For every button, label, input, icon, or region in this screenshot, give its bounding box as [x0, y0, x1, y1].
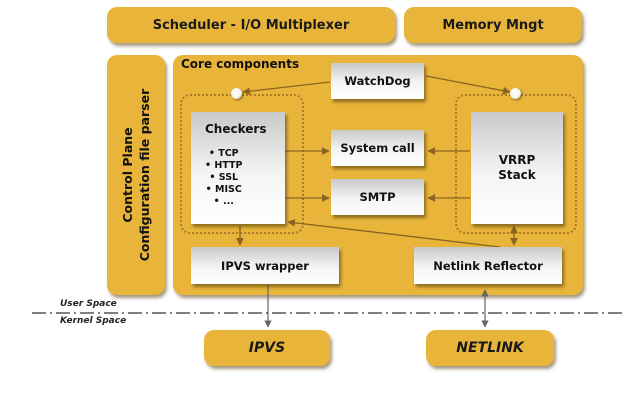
- user-space-label: User Space: [60, 299, 117, 309]
- core-components-title: Core components: [181, 57, 300, 71]
- netlink-reflector-to-checkers-connector: [287, 218, 501, 248]
- scheduler-label: Scheduler - I/O Multiplexer: [152, 17, 350, 33]
- memory-label: Memory Mngt: [442, 17, 544, 33]
- ipvs-label: IPVS: [248, 340, 286, 356]
- watchdog-to-vrrp-connector: [425, 75, 511, 95]
- checkers-group: [180, 94, 304, 234]
- checker-item-tcp: TCP: [205, 148, 242, 160]
- checker-item-misc: MISC: [205, 184, 242, 196]
- scheduler-io-multiplexer-box: Scheduler - I/O Multiplexer: [107, 7, 395, 43]
- netlink-label: NETLINK: [456, 340, 524, 356]
- checkers-group-connector-dot: [231, 88, 242, 99]
- checkers-box: Checkers TCP HTTP SSL MISC ...: [191, 112, 285, 224]
- kernel-space-label: Kernel Space: [60, 316, 127, 326]
- ipvs-wrapper-label: IPVS wrapper: [221, 258, 309, 273]
- stack-label: Stack: [498, 168, 536, 182]
- smtp-label: SMTP: [359, 190, 396, 204]
- checker-item-ssl: SSL: [205, 172, 242, 184]
- vrrp-label: VRRP: [498, 153, 536, 167]
- watchdog-to-checkers-connector: [242, 81, 331, 96]
- watchdog-label: WatchDog: [344, 74, 411, 88]
- netlink-kernel-box: NETLINK: [426, 330, 554, 366]
- control-plane-box: Control Plane Configuration file parser: [107, 55, 165, 295]
- checkers-title: Checkers: [205, 122, 267, 136]
- vrrp-group-connector-dot: [510, 88, 521, 99]
- smtp-box: SMTP: [331, 179, 424, 215]
- checkers-list: TCP HTTP SSL MISC ...: [205, 148, 242, 208]
- system-call-label: System call: [340, 141, 415, 155]
- memory-management-box: Memory Mngt: [404, 7, 582, 43]
- ipvs-kernel-box: IPVS: [204, 330, 330, 366]
- checker-item-more: ...: [205, 196, 242, 208]
- vrrp-stack-box: VRRP Stack: [471, 112, 563, 224]
- watchdog-box: WatchDog: [331, 63, 424, 99]
- netlink-reflector-box: Netlink Reflector: [414, 247, 562, 284]
- netlink-reflector-label: Netlink Reflector: [433, 258, 543, 273]
- system-call-box: System call: [331, 130, 424, 166]
- checker-item-http: HTTP: [205, 160, 242, 172]
- ipvs-wrapper-box: IPVS wrapper: [191, 247, 339, 284]
